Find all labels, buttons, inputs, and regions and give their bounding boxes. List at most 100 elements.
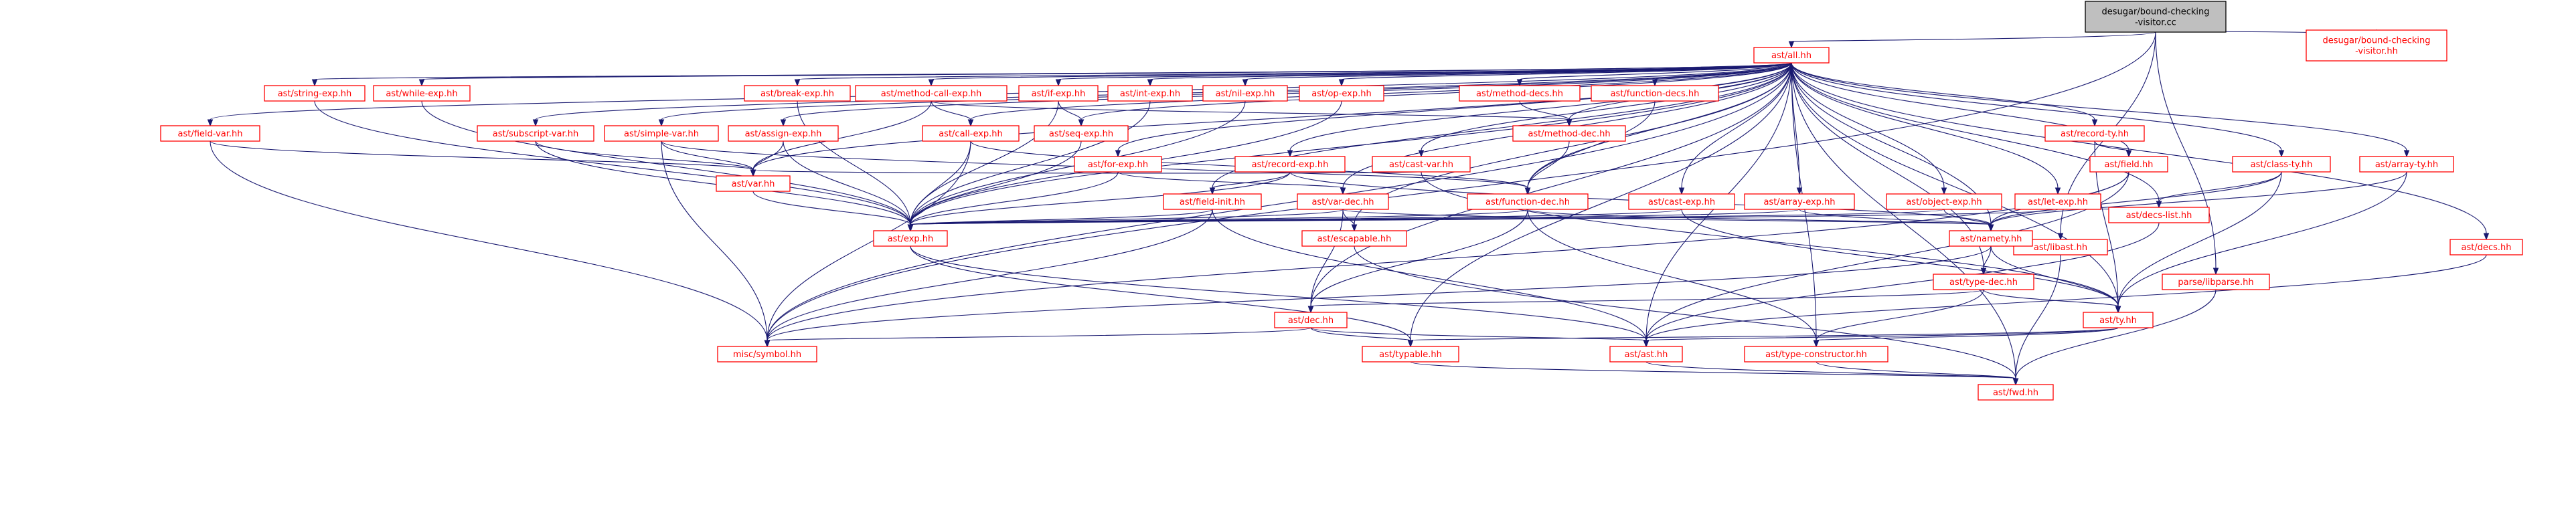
arrowhead (780, 119, 787, 127)
graph-node-method-call-exp[interactable]: ast/method-call-exp.hh (855, 85, 1008, 102)
graph-node-seq-exp[interactable]: ast/seq-exp.hh (1034, 125, 1129, 142)
dependency-edge (910, 100, 1151, 225)
node-box (744, 85, 851, 102)
node-box (2044, 125, 2145, 142)
graph-node-class-ty[interactable]: ast/class-ty.hh (2232, 156, 2331, 173)
graph-node-decs[interactable]: ast/decs.hh (2449, 239, 2523, 255)
dependency-edge (797, 100, 911, 225)
graph-node-libast[interactable]: ast/libast.hh (2013, 239, 2108, 255)
graph-node-dbcv[interactable]: desugar/bound-checking-visitor.hh (2306, 29, 2447, 62)
dependency-edge (1791, 62, 2095, 120)
node-box (1753, 47, 1830, 64)
node-box (1018, 85, 1099, 102)
graph-node-namety[interactable]: ast/namety.hh (1949, 230, 2033, 247)
graph-node-root[interactable]: desugar/bound-checking-visitor.cc (2085, 1, 2227, 33)
node-label: ast/dec.hh (1288, 316, 1334, 326)
graph-node-var-dec[interactable]: ast/var-dec.hh (1297, 193, 1389, 210)
graph-node-subscript-var[interactable]: ast/subscript-var.hh (477, 125, 594, 142)
node-label: parse/libparse.hh (2178, 278, 2253, 288)
node-label: ast/method-call-exp.hh (881, 89, 981, 99)
dependency-edge (752, 191, 911, 225)
node-label: ast/type-constructor.hh (1765, 350, 1867, 360)
graph-node-assign-exp[interactable]: ast/assign-exp.hh (728, 125, 839, 142)
arrowhead (1813, 340, 1820, 348)
graph-node-for-exp[interactable]: ast/for-exp.hh (1074, 156, 1162, 173)
graph-node-fwd[interactable]: ast/fwd.hh (1978, 384, 2054, 401)
node-box (373, 85, 471, 102)
graph-node-field-var[interactable]: ast/field-var.hh (160, 125, 260, 142)
arrowhead (1407, 340, 1414, 348)
graph-node-field-init[interactable]: ast/field-init.hh (1163, 193, 1262, 210)
dependency-edge (2158, 171, 2282, 202)
graph-node-typable[interactable]: ast/typable.hh (1362, 346, 1459, 363)
graph-node-op-exp[interactable]: ast/op-exp.hh (1299, 85, 1384, 102)
graph-node-escapable[interactable]: ast/escapable.hh (1301, 230, 1407, 247)
dependency-edge (1410, 327, 2119, 341)
graph-node-simple-var[interactable]: ast/simple-var.hh (604, 125, 719, 142)
node-label: ast/decs-list.hh (2126, 211, 2192, 221)
dependency-edge (767, 327, 1311, 341)
graph-node-call-exp[interactable]: ast/call-exp.hh (922, 125, 1020, 142)
graph-node-libparse[interactable]: parse/libparse.hh (2162, 274, 2270, 290)
graph-node-exp[interactable]: ast/exp.hh (873, 230, 948, 247)
dependency-edge (1244, 62, 1792, 80)
graph-node-field[interactable]: ast/field.hh (2089, 156, 2168, 173)
node-label: ast/function-dec.hh (1485, 197, 1570, 207)
graph-node-cast-exp[interactable]: ast/cast-exp.hh (1628, 193, 1735, 210)
node-box (2108, 207, 2210, 223)
node-label: ast/field-init.hh (1180, 197, 1245, 207)
graph-node-if-exp[interactable]: ast/if-exp.hh (1018, 85, 1099, 102)
graph-node-let-exp[interactable]: ast/let-exp.hh (2014, 193, 2101, 210)
graph-node-dec[interactable]: ast/dec.hh (1274, 312, 1348, 328)
node-box (264, 85, 366, 102)
node-label: ast/field-var.hh (177, 129, 242, 139)
graph-node-type-dec[interactable]: ast/type-dec.hh (1933, 274, 2034, 290)
dependency-edge (910, 62, 1792, 225)
graph-node-decs-list[interactable]: ast/decs-list.hh (2108, 207, 2210, 223)
arrowhead (1307, 306, 1314, 314)
graph-node-ty[interactable]: ast/ty.hh (2083, 312, 2154, 328)
dependency-edge (1354, 245, 2016, 379)
graph-node-while-exp[interactable]: ast/while-exp.hh (373, 85, 471, 102)
graph-node-object-exp[interactable]: ast/object-exp.hh (1886, 193, 2002, 210)
graph-node-method-dec[interactable]: ast/method-dec.hh (1512, 125, 1626, 142)
graph-node-function-dec[interactable]: ast/function-dec.hh (1467, 193, 1589, 210)
node-label: ast/assign-exp.hh (745, 129, 822, 139)
dependency-edge (910, 245, 1411, 341)
dependency-edge (752, 62, 1792, 171)
arrowhead (2403, 150, 2410, 158)
arrowhead (418, 79, 425, 87)
dependency-edge (1645, 222, 2160, 341)
node-box (728, 125, 839, 142)
dependency-edge (1791, 62, 2407, 151)
graph-node-int-exp[interactable]: ast/int-exp.hh (1107, 85, 1193, 102)
graph-node-record-ty[interactable]: ast/record-ty.hh (2044, 125, 2145, 142)
dependency-edge (1519, 62, 1792, 80)
dependency-edge (1310, 327, 1647, 341)
node-box (922, 125, 1020, 142)
dependency-edge (1816, 327, 2119, 341)
dependency-edge (1983, 245, 1992, 269)
graph-node-function-decs[interactable]: ast/function-decs.hh (1591, 85, 1719, 102)
graph-node-record-exp[interactable]: ast/record-exp.hh (1234, 156, 1346, 173)
graph-node-array-ty[interactable]: ast/array-ty.hh (2359, 156, 2454, 173)
graph-node-method-decs[interactable]: ast/method-decs.hh (1459, 85, 1581, 102)
dependency-edge (931, 100, 971, 120)
node-label: ast/if-exp.hh (1032, 89, 1086, 99)
graph-node-symbol[interactable]: misc/symbol.hh (717, 346, 817, 363)
graph-node-cast-var[interactable]: ast/cast-var.hh (1372, 156, 1471, 173)
graph-node-ast[interactable]: ast/ast.hh (1609, 346, 1683, 363)
node-box (2306, 29, 2447, 62)
dependency-edge (1791, 31, 2156, 42)
dependency-edge (910, 140, 1082, 225)
graph-node-type-constructor[interactable]: ast/type-constructor.hh (1744, 346, 1888, 363)
dependency-edge (1080, 62, 1792, 120)
graph-node-string-exp[interactable]: ast/string-exp.hh (264, 85, 366, 102)
graph-node-var[interactable]: ast/var.hh (716, 175, 791, 192)
dependency-edge (1791, 62, 2016, 379)
graph-node-all[interactable]: ast/all.hh (1753, 47, 1830, 64)
graph-node-array-exp[interactable]: ast/array-exp.hh (1744, 193, 1855, 210)
dependency-edge (661, 140, 754, 171)
graph-node-nil-exp[interactable]: ast/nil-exp.hh (1202, 85, 1288, 102)
graph-node-break-exp[interactable]: ast/break-exp.hh (744, 85, 851, 102)
